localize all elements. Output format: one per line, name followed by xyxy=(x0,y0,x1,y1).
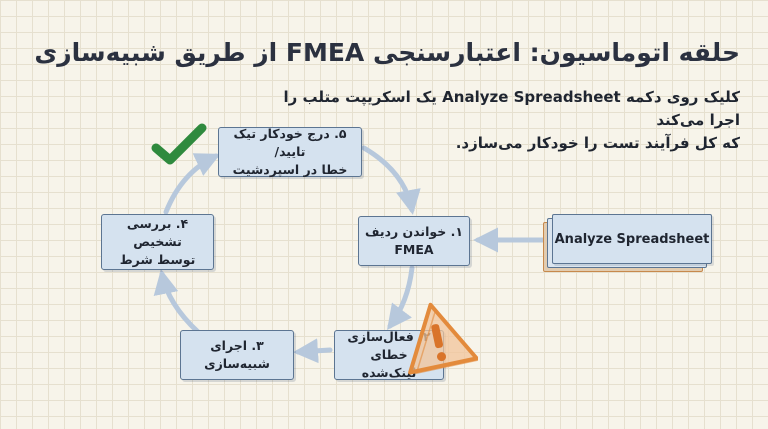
step-3-run-simulation: ۳. اجرای شبیه‌سازی xyxy=(180,330,294,380)
step-5-insert-check-mark: ۵. درج خودکار تیک تایید/ خطا در اسپردشیت xyxy=(218,126,362,177)
description-line-2: که کل فرآیند تست را خودکار می‌سازد. xyxy=(455,134,740,152)
checkmark-icon xyxy=(151,123,207,165)
page-title: حلقه اتوماسیون: اعتبارسنجی FMEA از طریق … xyxy=(34,38,740,67)
analyze-spreadsheet-label: Analyze Spreadsheet xyxy=(554,231,710,247)
step-4-check-detection: ۴. بررسی تشخیص توسط شرط xyxy=(101,214,214,270)
arrow-5-to-1 xyxy=(361,145,421,215)
warning-icon xyxy=(408,302,478,375)
description-line-1: کلیک روی دکمه Analyze Spreadsheet یک اسک… xyxy=(283,88,741,129)
arrow-3-to-4 xyxy=(153,269,201,335)
analyze-spreadsheet-button[interactable]: Analyze Spreadsheet xyxy=(552,214,712,264)
arrow-2-to-3 xyxy=(293,338,333,364)
arrow-4-to-5 xyxy=(163,153,221,215)
description: کلیک روی دکمه Analyze Spreadsheet یک اسک… xyxy=(270,86,741,155)
arrow-1-to-2 xyxy=(387,265,415,331)
analyze-spreadsheet-button-stack: Analyze Spreadsheet xyxy=(543,214,713,274)
step-1-read-fmea-row: ۱. خواندن ردیف FMEA xyxy=(358,216,470,266)
